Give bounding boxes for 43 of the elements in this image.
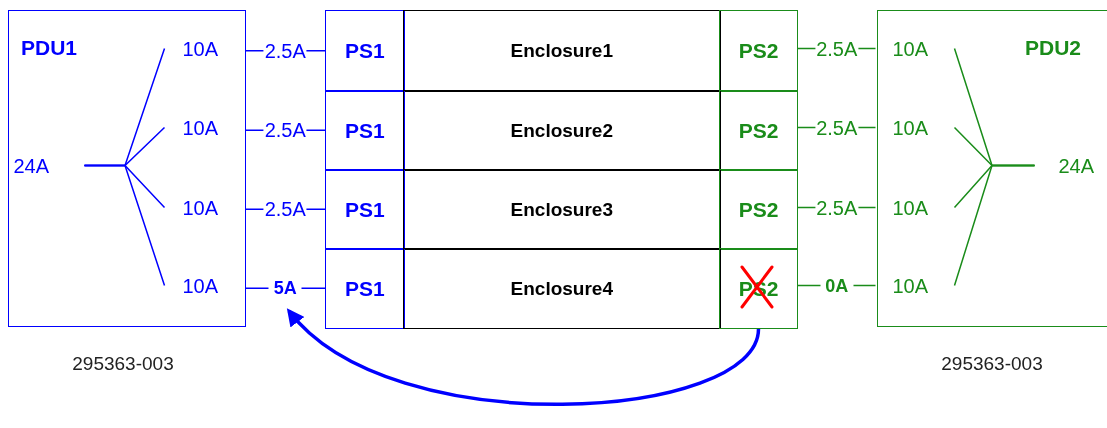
- enclosure-label: Enclosure4: [510, 278, 613, 298]
- enclosure-row: [403, 169, 721, 250]
- power-supply-label: PS2: [738, 40, 779, 62]
- amperage-rating: 10A: [875, 273, 955, 298]
- power-supply-label: PS2: [738, 119, 779, 141]
- part-number: 295363-003: [941, 353, 1043, 375]
- power-supply-cell: [719, 248, 798, 329]
- unit-title: PDU1: [21, 37, 78, 58]
- connector-line: [83, 164, 166, 287]
- power-supply-label: PS2: [738, 198, 779, 220]
- enclosure-label: Enclosure2: [510, 120, 613, 140]
- power-supply-cell: [719, 10, 798, 92]
- amperage-rating: 10A: [875, 36, 955, 61]
- arrow: [286, 308, 761, 407]
- power-supply-cell: [325, 248, 405, 329]
- connector-line: [953, 164, 1036, 287]
- power-supply-cell: [325, 90, 405, 171]
- edge-label: 0A: [820, 276, 854, 295]
- enclosure-row: [403, 90, 721, 171]
- amperage-rating: 10A: [875, 195, 955, 220]
- part-number: 295363-003: [72, 353, 174, 375]
- amperage-rating: 10A: [164, 115, 246, 140]
- power-supply-label: PS1: [344, 40, 385, 62]
- power-supply-label: PS1: [344, 119, 385, 141]
- power-distribution-unit-box: [8, 10, 246, 327]
- enclosure-row: [403, 248, 721, 329]
- enclosure-label: Enclosure3: [510, 199, 613, 219]
- amperage-rating: 10A: [164, 195, 246, 220]
- power-distribution-unit-box: [877, 10, 1107, 327]
- power-supply-cell: [719, 90, 798, 171]
- amperage-rating: 10A: [875, 115, 955, 140]
- power-supply-label: PS1: [344, 198, 385, 220]
- enclosure-row: [403, 10, 721, 92]
- power-supply-cell: [719, 169, 798, 250]
- amperage-rating: 24A: [11, 153, 85, 178]
- power-supply-label: PS1: [344, 277, 385, 299]
- enclosure-label: Enclosure1: [510, 41, 613, 61]
- unit-title: PDU2: [1024, 37, 1081, 58]
- power-supply-cell: [325, 10, 405, 92]
- amperage-rating: 24A: [1034, 153, 1107, 178]
- amperage-rating: 10A: [164, 273, 246, 298]
- amperage-rating: 10A: [164, 36, 246, 61]
- power-supply-cell: [325, 169, 405, 250]
